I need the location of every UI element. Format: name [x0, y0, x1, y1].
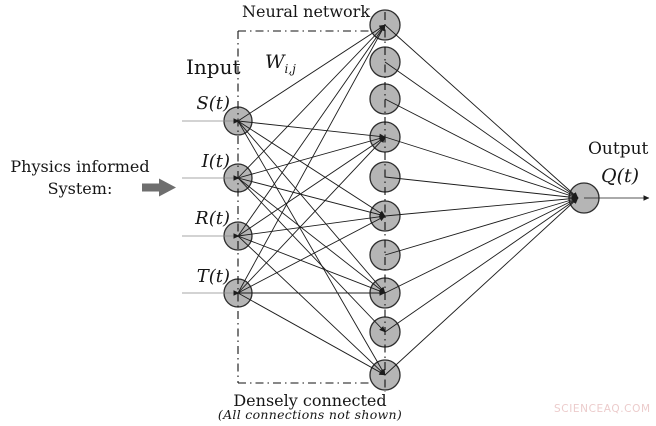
input-layer-label: Input: [186, 55, 241, 79]
input-var-t: T(t): [196, 266, 230, 287]
weights-symbol: W: [265, 51, 285, 73]
edge-input0-hidden5: [237, 120, 386, 217]
edge-input1-hidden7: [237, 177, 386, 294]
edge-input0-hidden0: [237, 24, 386, 122]
input-var-s: S(t): [196, 93, 230, 114]
edge-input3-hidden5: [237, 215, 386, 294]
edge-hidden3-output: [384, 136, 579, 199]
edge-hidden9-output: [384, 197, 579, 376]
edge-input1-hidden3: [237, 135, 386, 179]
edge-hidden4-output: [384, 176, 579, 201]
weights-subscript: i,j: [284, 61, 296, 76]
edge-input2-hidden0: [237, 24, 386, 237]
watermark-text: SCIENCEAQ.COM: [554, 403, 651, 415]
edge-hidden1-output: [384, 61, 579, 199]
connections-layer: [182, 24, 650, 376]
edge-hidden7-output: [384, 197, 579, 294]
right-block-arrow-icon: [142, 178, 176, 197]
edge-input0-hidden3: [237, 120, 386, 140]
output-var-q: Q(t): [601, 165, 640, 187]
edge-hidden2-output: [384, 98, 579, 199]
edge-hidden6-output: [384, 196, 579, 256]
physics-informed-text-line2: System:: [47, 179, 113, 198]
edge-input2-hidden7: [237, 235, 386, 294]
edge-hidden5-output: [384, 195, 579, 217]
connections-note-caption: (All connections not shown): [217, 407, 403, 422]
edge-input3-hidden0: [237, 24, 386, 294]
edge-input2-hidden5: [237, 213, 386, 237]
edge-input0-hidden9: [237, 120, 386, 376]
weights-label: Wi,j: [265, 51, 296, 76]
edge-input1-hidden0: [237, 24, 386, 179]
edge-input1-hidden5: [237, 177, 386, 218]
input-var-i: I(t): [201, 151, 230, 172]
edge-input3-hidden9: [237, 292, 386, 376]
neural-network-title: Neural network: [241, 2, 371, 21]
edge-input2-hidden3: [237, 136, 386, 237]
edge-hidden0-output: [384, 24, 579, 199]
edge-input0-hidden7: [237, 120, 386, 294]
input-var-r: R(t): [195, 208, 230, 229]
edge-input2-hidden9: [237, 235, 386, 376]
edge-hidden8-output: [384, 197, 579, 333]
densely-connected-caption: Densely connected: [233, 391, 387, 410]
physics-informed-text-line1: Physics informed: [10, 157, 150, 176]
output-layer-label: Output: [588, 139, 649, 159]
edge-input3-hidden3: [237, 136, 386, 294]
